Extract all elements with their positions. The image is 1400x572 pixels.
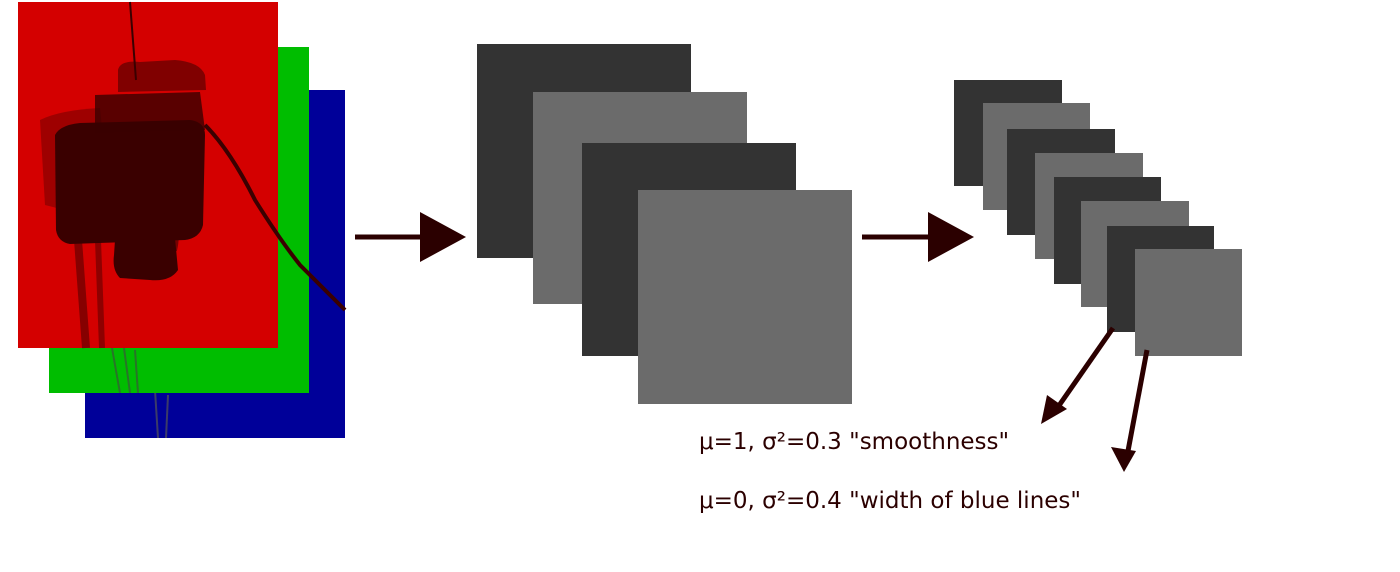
- latent-label-smoothness: μ=1, σ²=0.3 "smoothness": [699, 429, 1009, 455]
- small-map-8: [1135, 249, 1242, 356]
- green-channel-photo-detail: [111, 347, 139, 394]
- feature-map-stack-2: [954, 80, 1242, 356]
- blue-channel-photo-detail: [154, 389, 169, 439]
- input-rgb-stack: [18, 1, 347, 439]
- feature-map-4: [638, 190, 852, 404]
- photo-content: [40, 1, 347, 349]
- arrow-to-latent-1: [1041, 326, 1116, 424]
- feature-map-stack-1: [477, 44, 852, 404]
- arrow-input-to-features: [355, 212, 466, 262]
- arrow-features-to-latents: [862, 212, 974, 262]
- arrow-to-latent-2: [1111, 349, 1150, 472]
- latent-label-line-width: μ=0, σ²=0.4 "width of blue lines": [699, 488, 1081, 514]
